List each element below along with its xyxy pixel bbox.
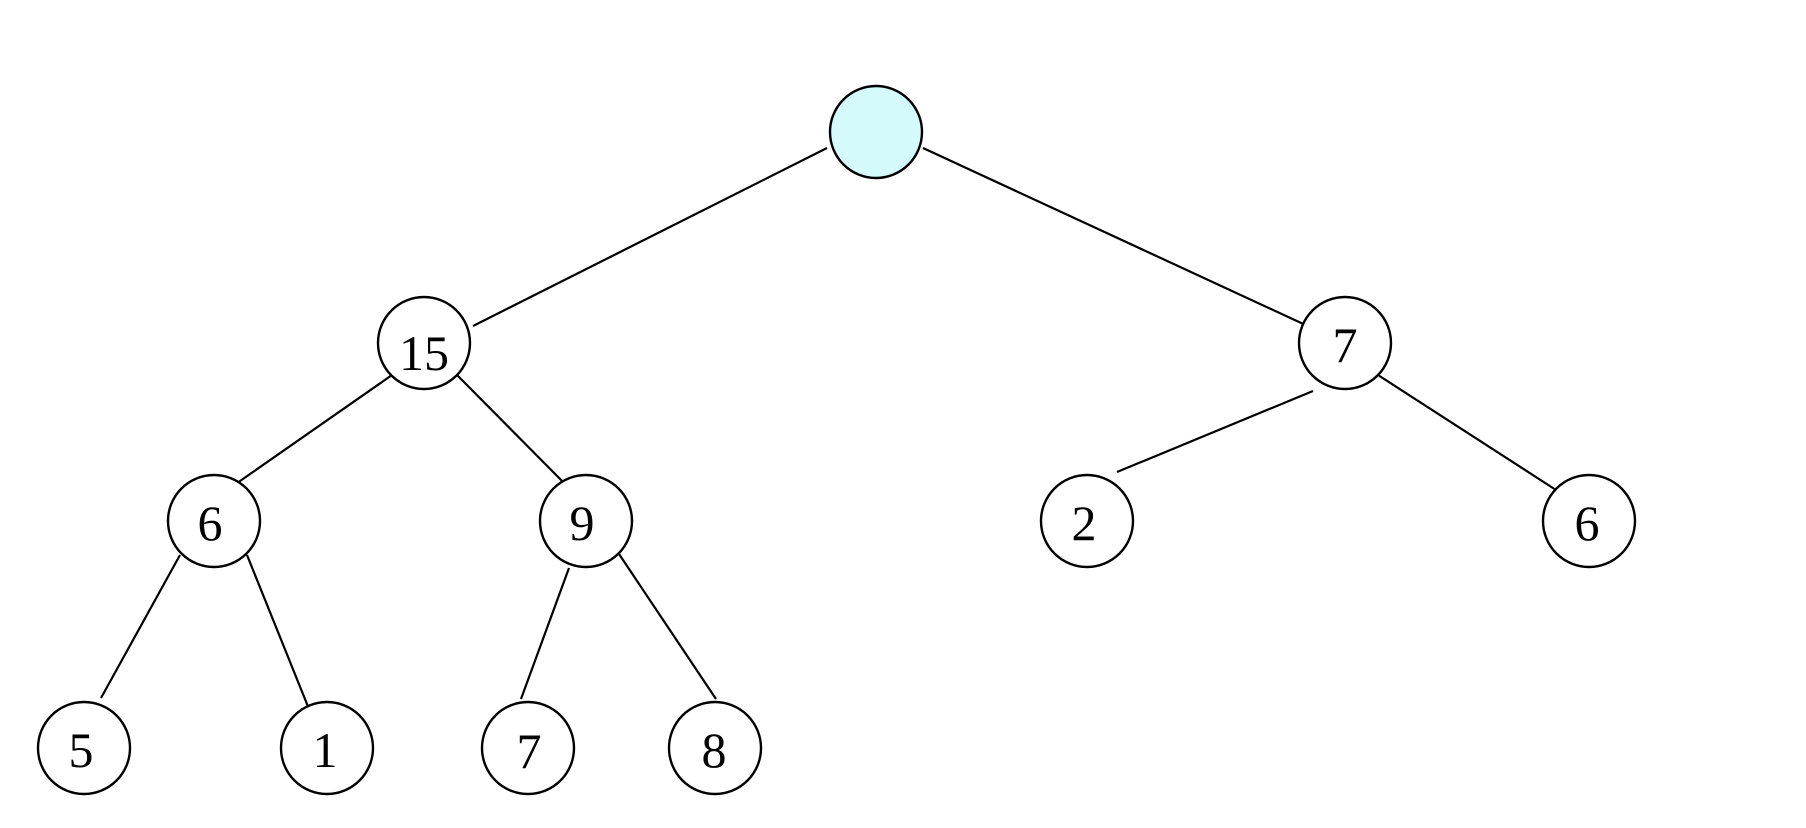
node-circle (1039, 473, 1135, 569)
node-label: 1 (313, 722, 338, 778)
node-circle (667, 700, 763, 796)
node-circle (376, 295, 472, 391)
edge-15-9 (456, 374, 571, 490)
tree-node-7-right: 7 (1297, 295, 1393, 391)
tree-edges (100, 147, 1557, 715)
edge-7-2 (1116, 389, 1314, 474)
tree-node-root (828, 84, 924, 180)
tree-nodes: 15 7 6 9 2 6 5 1 (36, 84, 1637, 796)
tree-node-5: 5 (36, 700, 132, 796)
edge-root-7 (922, 147, 1313, 329)
node-circle (828, 84, 924, 180)
edge-root-15 (472, 147, 828, 327)
node-circle (480, 700, 576, 796)
node-circle (36, 700, 132, 796)
node-label: 5 (69, 722, 94, 778)
tree-node-6-right: 6 (1541, 473, 1637, 569)
edge-6-5 (100, 554, 181, 699)
edge-9-8 (618, 553, 717, 700)
node-label: 6 (198, 495, 223, 551)
tree-node-15: 15 (376, 295, 472, 391)
node-label: 9 (570, 495, 595, 551)
node-circle (538, 473, 634, 569)
node-label: 2 (1072, 495, 1097, 551)
node-circle (1541, 473, 1637, 569)
tree-node-2: 2 (1039, 473, 1135, 569)
node-circle (279, 700, 375, 796)
tree-node-6-left: 6 (166, 473, 262, 569)
edge-15-6 (229, 374, 393, 489)
edge-7-6 (1377, 374, 1557, 491)
tree-node-7-bottom: 7 (480, 700, 576, 796)
node-circle (1297, 295, 1393, 391)
node-label: 8 (702, 722, 727, 778)
tree-node-9: 9 (538, 473, 634, 569)
node-label: 15 (399, 325, 449, 381)
edge-9-7 (519, 567, 571, 700)
node-label: 7 (517, 723, 542, 779)
edge-6-1 (245, 554, 313, 715)
node-label: 7 (1333, 317, 1358, 373)
node-circle (166, 473, 262, 569)
tree-node-1: 1 (279, 700, 375, 796)
tree-node-8: 8 (667, 700, 763, 796)
node-label: 6 (1575, 495, 1600, 551)
